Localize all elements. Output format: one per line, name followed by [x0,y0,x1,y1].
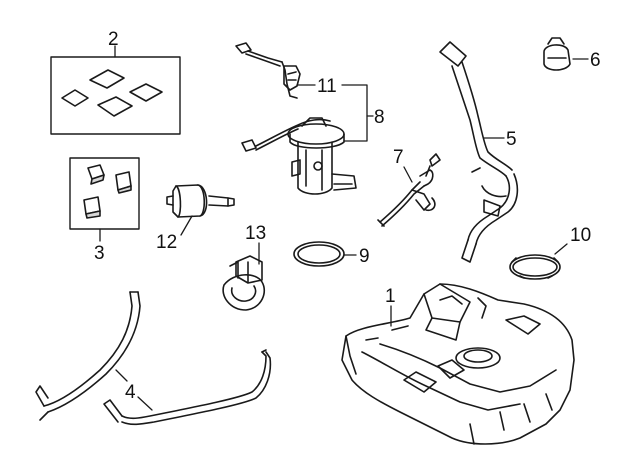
callout-12: 12 [156,232,177,253]
callout-8: 8 [374,107,385,128]
fuel-pump-module [241,117,357,195]
callout-7: 7 [393,147,404,168]
callout-9: 9 [359,246,370,267]
callout-11: 11 [317,76,337,97]
callout-1: 1 [385,286,396,307]
callout-10: 10 [570,225,591,246]
leader-8 [341,84,368,142]
fuel-tank [341,283,575,445]
callout-2: 2 [108,29,119,50]
callout-13: 13 [245,223,266,244]
fuel-cap [543,37,571,71]
pump-seal [293,241,345,267]
insulator-kit [69,157,140,230]
tank-straps [35,291,272,426]
vapor-hose [377,153,441,227]
fuel-level-sender [235,42,301,99]
callout-4: 4 [125,382,136,403]
gasket-kit [50,56,181,135]
callout-6: 6 [590,50,601,71]
filler-pipe [439,41,519,263]
leader-12 [180,215,193,236]
lock-ring [509,254,561,280]
fuel-filter [166,184,235,218]
leader-10 [554,243,568,255]
leader-7 [403,166,413,183]
callout-5: 5 [506,129,517,150]
leader-4a [115,369,128,382]
leader-4b [137,396,153,411]
filter-bracket [222,255,266,311]
callout-3: 3 [94,243,105,264]
